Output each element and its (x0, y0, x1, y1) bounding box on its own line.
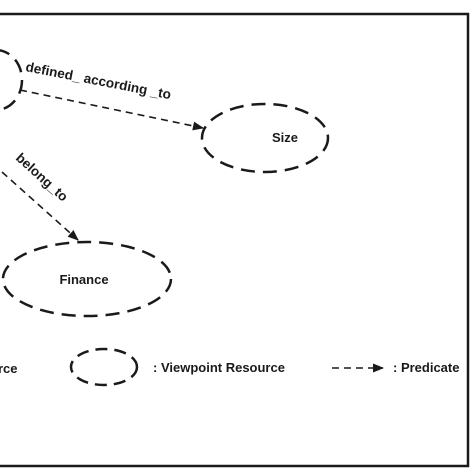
belong-to-arrow (1, 171, 79, 241)
legend-predicate-label: : Predicate (393, 360, 459, 375)
legend-viewpoint-symbol (69, 347, 139, 387)
legend-resource-label: rce (0, 361, 18, 376)
finance-node (1, 240, 173, 318)
size-node-label: Size (272, 130, 298, 145)
diagram-frame (0, 12, 470, 468)
finance-node-label: Finance (59, 272, 108, 287)
defined-according-to-arrow (19, 89, 205, 131)
size-node (200, 102, 330, 174)
resource-node (0, 49, 24, 111)
legend-viewpoint-label: : Viewpoint Resource (153, 360, 285, 375)
belong-to-label: belong_to (13, 150, 71, 204)
